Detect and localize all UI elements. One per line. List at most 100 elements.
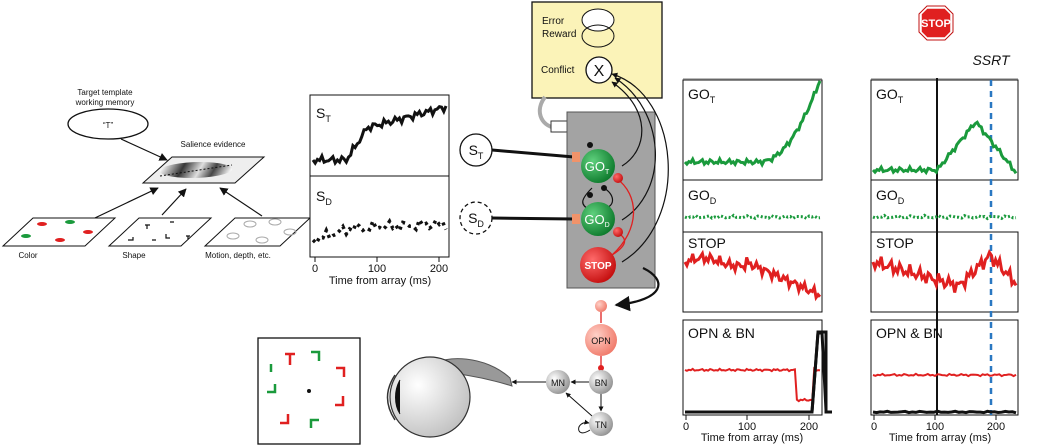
got-trace-b [871, 120, 1018, 176]
got-to-conflict [611, 81, 643, 167]
st-plot-label: ST [316, 105, 331, 124]
ev-xtick-200: 200 [430, 263, 448, 275]
god-node [581, 202, 615, 236]
god-trace-a [684, 213, 821, 221]
rp-xtick-200-b: 200 [987, 421, 1005, 433]
bn-label: BN [595, 378, 608, 388]
got-synapse [572, 152, 580, 162]
god-trace-b [872, 213, 1017, 221]
opn-terminal [595, 300, 607, 312]
opnbn-label-b: OPN & BN [876, 325, 943, 341]
bn-trace-a2 [810, 331, 828, 413]
right-panels-left-column: GOT GOD STOP OPN & BN 0 100 200 Time fro… [682, 78, 832, 444]
error-circle [581, 8, 615, 32]
template-ellipse [67, 108, 149, 140]
stop-trace-a [683, 249, 822, 302]
shape-arrow [161, 188, 187, 216]
god-label-b: GOD [876, 187, 905, 206]
st-trace [311, 105, 448, 167]
rp-xtick-0-b: 0 [871, 421, 877, 433]
tn-label: TN [595, 420, 607, 430]
right-panels-right-column: GOT GOD STOP OPN & BN 0 100 200 Time fro… [870, 5, 1019, 444]
stop-node [580, 247, 616, 283]
ssrt-label: SSRT [972, 52, 1011, 68]
rp-xtick-200-a: 200 [800, 421, 818, 433]
salience-map [141, 156, 266, 184]
salience-label: Salience evidence [181, 140, 246, 149]
reward-label: Reward [542, 29, 576, 40]
stop-node-label: STOP [584, 261, 611, 272]
eye-illustration [386, 356, 513, 438]
template-label-2: working memory [75, 98, 135, 107]
got-trace-a [683, 80, 822, 169]
template-arrow [120, 138, 168, 161]
stop-to-got-red [611, 177, 635, 256]
opn-label: OPN [591, 336, 611, 346]
salience-model: Target template working memory “T” Salie… [1, 88, 312, 260]
motion-arrow [219, 187, 263, 217]
bn-trace-b [872, 409, 1017, 415]
god-synapse [572, 214, 580, 224]
conflict-label: Conflict [541, 65, 575, 76]
fixation-point [307, 389, 311, 393]
ev-xtick-100: 100 [368, 263, 386, 275]
sd-plot-label: SD [316, 188, 332, 207]
conflict-node [585, 56, 613, 84]
conflict-x: X [594, 63, 605, 80]
opn-trace-a [684, 366, 821, 403]
opnbn-panel-a [682, 319, 823, 416]
st-to-got [491, 148, 575, 159]
color-map [1, 217, 117, 247]
tn-node [589, 412, 613, 436]
sd-input-label: SD [468, 210, 484, 229]
target-t [285, 352, 295, 365]
ev-xtick-0: 0 [312, 263, 318, 275]
got-node-label: GOT [585, 159, 610, 176]
rp-xlabel-a: Time from array (ms) [701, 432, 803, 444]
rp-xlabel-b: Time from array (ms) [889, 432, 991, 444]
sd-plot-frame [309, 175, 450, 258]
ev-xlabel: Time from array (ms) [329, 275, 431, 287]
map-label-color: Color [18, 251, 37, 260]
template-label-1: Target template [77, 88, 133, 97]
sd-trace [311, 215, 448, 247]
stop-sign-text: STOP [921, 18, 951, 30]
map-label-motion: Motion, depth, etc. [205, 251, 271, 260]
st-input-label: ST [469, 142, 484, 161]
error-label: Error [542, 16, 565, 27]
opnbn-label-a: OPN & BN [688, 325, 755, 341]
sd-to-god [491, 216, 575, 221]
st-plot-frame [309, 94, 450, 177]
template-symbol: “T” [103, 121, 114, 130]
rp-xtick-100-a: 100 [738, 421, 756, 433]
got-inhibit-terminal [613, 173, 623, 183]
opnbn-panel-b [870, 319, 1019, 416]
got-node [581, 149, 615, 183]
stop-to-conflict [611, 72, 669, 263]
mn-label: MN [551, 378, 565, 388]
opn-node [585, 324, 617, 356]
stop-panel-a [682, 231, 823, 313]
god-to-conflict [614, 77, 656, 221]
rp-xtick-0-a: 0 [683, 421, 689, 433]
got-label-a: GOT [688, 86, 716, 105]
stop-label-a: STOP [688, 235, 726, 251]
stop-trace-b [871, 249, 1018, 293]
stop-sign-icon: STOP [918, 5, 954, 41]
opn-trace-b [872, 372, 1017, 378]
network: Error Reward Conflict X ST [459, 1, 669, 436]
god-label-a: GOD [688, 187, 717, 206]
search-display [257, 337, 361, 445]
got-label-b: GOT [876, 86, 904, 105]
god-node-label: GOD [584, 212, 609, 229]
reward-circle [581, 24, 615, 48]
bn-node [589, 370, 613, 394]
motion-map [203, 217, 312, 247]
shape-map [107, 217, 213, 247]
mn-node [546, 370, 570, 394]
stop-label-b: STOP [876, 235, 914, 251]
evidence-plots: ST SD 0 100 200 Time from array (ms) [309, 94, 450, 287]
rp-xtick-100-b: 100 [926, 421, 944, 433]
output-arrow [614, 267, 660, 312]
